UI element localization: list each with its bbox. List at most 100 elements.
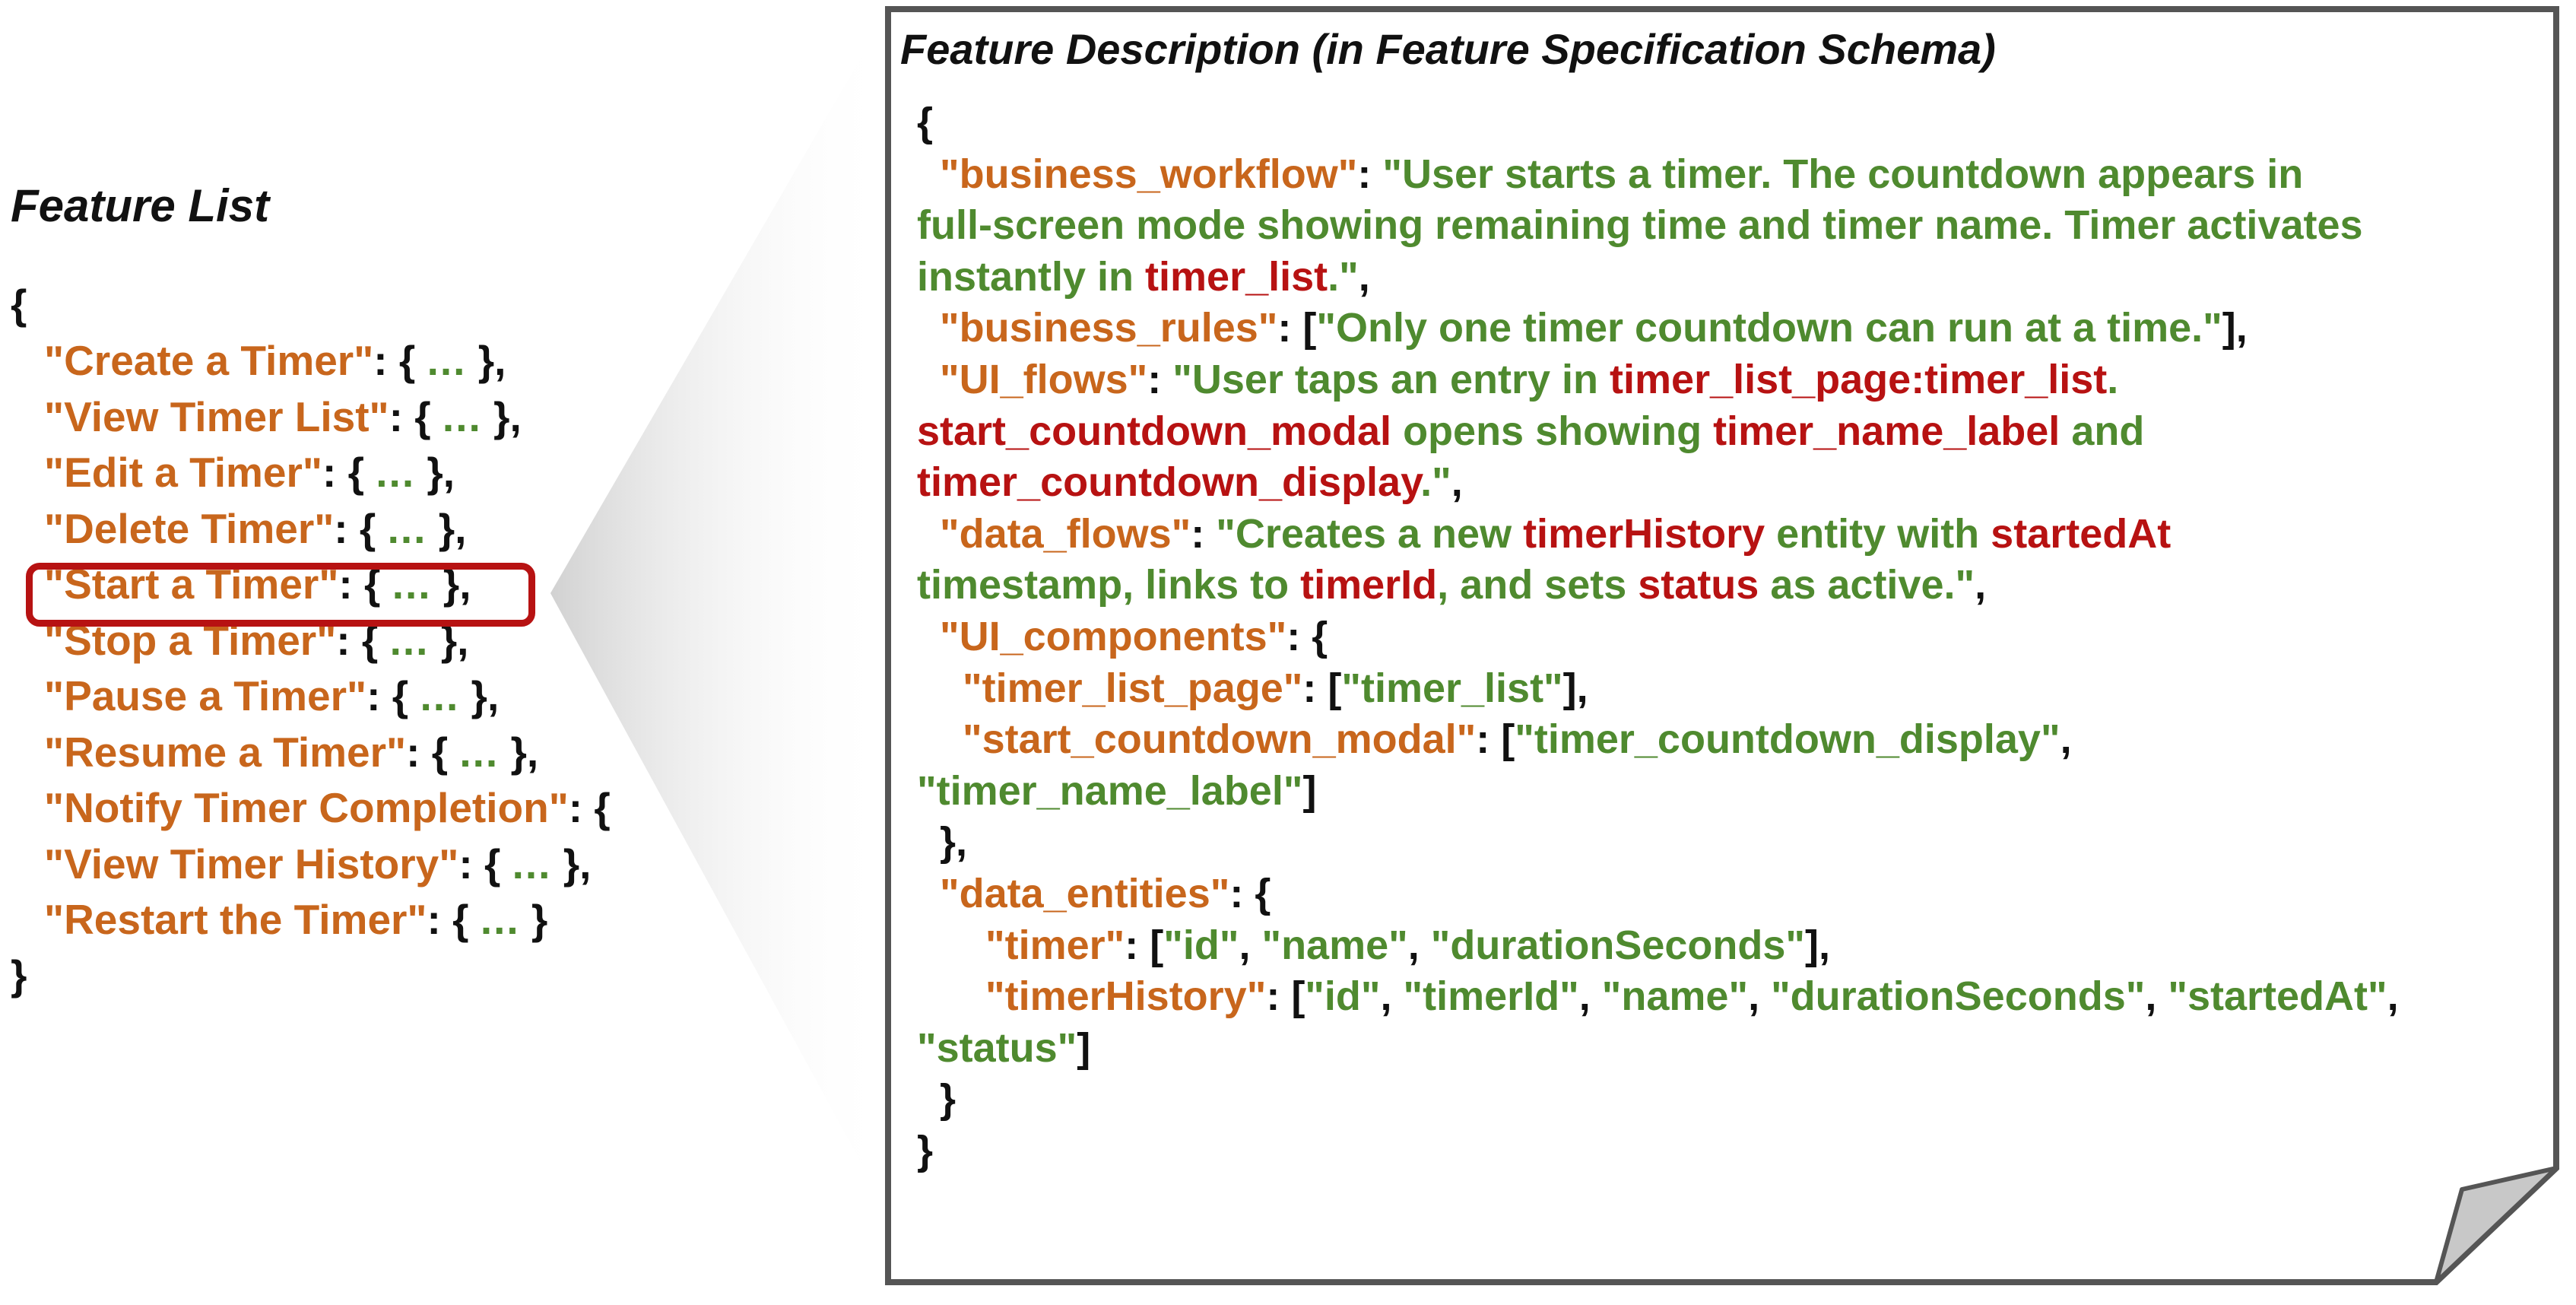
entity-reference: timerId <box>1300 562 1438 608</box>
feature-open-brace: { <box>392 672 420 719</box>
feature-list-item: "Notify Timer Completion": { <box>44 783 611 832</box>
feature-list-item: "Resume a Timer": { ... }, <box>44 728 538 776</box>
feature-close-brace: }, <box>415 449 455 496</box>
json-key: "timer_list_page" <box>917 665 1303 711</box>
json-punctuation: , <box>1975 562 1987 608</box>
json-string: full-screen mode showing remaining time … <box>917 202 2363 249</box>
json-punctuation: , <box>1407 922 1431 968</box>
entity-reference: timer_countdown_display <box>917 459 1421 506</box>
code-line: "timer": ["id", "name", "durationSeconds… <box>917 922 1830 969</box>
feature-ellipsis: ... <box>459 728 500 776</box>
code-line: timer_countdown_display.", <box>917 459 1463 506</box>
json-punctuation: }, <box>917 819 968 865</box>
feature-list-item: "View Timer List": { ... }, <box>44 392 522 441</box>
code-line: "timerHistory": ["id", "timerId", "name"… <box>917 973 2399 1020</box>
feature-open-brace: { <box>452 896 481 943</box>
feature-list-item: "View Timer History": { ... }, <box>44 840 591 888</box>
entity-reference: start_countdown_modal <box>917 408 1392 454</box>
code-line: instantly in timer_list.", <box>917 253 1370 300</box>
feature-colon: : <box>366 672 392 719</box>
json-string: "startedAt" <box>2168 973 2387 1020</box>
document-page-outline <box>885 6 2559 1285</box>
code-line: "business_rules": ["Only one timer count… <box>917 304 2248 351</box>
json-punctuation: ], <box>2222 305 2248 351</box>
feature-colon: : <box>458 840 484 887</box>
json-string: instantly in <box>917 253 1146 300</box>
feature-list-open-brace: { <box>11 281 27 328</box>
feature-key: "Edit a Timer" <box>44 449 322 496</box>
feature-key: "View Timer List" <box>44 392 389 440</box>
entity-reference: timerHistory <box>1523 510 1765 557</box>
code-line: "business_workflow": "User starts a time… <box>917 151 2303 198</box>
feature-colon: : <box>373 337 399 384</box>
json-string: "User taps an entry in <box>1172 357 1610 402</box>
feature-ellipsis: ... <box>376 449 416 496</box>
json-punctuation: : [ <box>1266 973 1305 1020</box>
entity-reference: timer_list_page:timer_list <box>1610 357 2108 402</box>
json-string: "timer_name_label" <box>917 767 1303 814</box>
feature-ellipsis: ... <box>427 337 467 384</box>
feature-colon: : <box>389 392 415 440</box>
feature-list-item: "Restart the Timer": { ... } <box>44 895 547 944</box>
json-punctuation: : [ <box>1277 305 1317 351</box>
feature-open-brace: { <box>364 560 392 608</box>
feature-key: "Pause a Timer" <box>44 672 367 719</box>
json-punctuation: } <box>917 1128 934 1173</box>
json-string: "id" <box>1163 922 1239 968</box>
json-punctuation: : <box>1191 510 1217 557</box>
feature-open-brace: { <box>347 449 376 496</box>
json-punctuation: { <box>917 100 934 145</box>
json-punctuation: ], <box>1805 922 1831 968</box>
json-punctuation: } <box>917 1076 956 1122</box>
feature-ellipsis: ... <box>480 896 520 943</box>
json-string: and <box>2060 408 2145 454</box>
json-string: ." <box>1328 253 1359 300</box>
feature-key: "Restart the Timer" <box>44 896 427 943</box>
feature-ellipsis: ... <box>512 840 552 887</box>
json-punctuation: , <box>2387 973 2399 1020</box>
feature-key: "Resume a Timer" <box>44 728 407 776</box>
code-line: } <box>917 1075 956 1122</box>
json-punctuation: : { <box>1229 871 1271 916</box>
feature-open-brace: { <box>484 840 512 887</box>
json-punctuation: : [ <box>1476 716 1515 763</box>
json-string: "timer_countdown_display" <box>1515 716 2060 763</box>
json-punctuation: : [ <box>1302 665 1342 711</box>
json-key: "business_workflow" <box>917 151 1358 197</box>
code-line: start_countdown_modal opens showing time… <box>917 408 2144 455</box>
feature-list-item: "Delete Timer": { ... }, <box>44 504 466 553</box>
feature-open-brace: { <box>431 728 460 776</box>
highlighted-feature-box <box>26 563 535 627</box>
code-line: "start_countdown_modal": ["timer_countdo… <box>917 716 2072 763</box>
json-string: as active." <box>1759 562 1975 608</box>
code-line: "UI_components": { <box>917 613 1328 660</box>
feature-list: Feature List { "Create a Timer": { ... }… <box>0 0 684 1305</box>
json-punctuation: : { <box>1286 614 1328 659</box>
json-string: . <box>2107 357 2119 402</box>
feature-close-brace: }, <box>427 504 467 552</box>
feature-list-item: "Edit a Timer": { ... }, <box>44 448 455 497</box>
code-line: timestamp, links to timerId, and sets st… <box>917 561 1986 608</box>
json-string: "Creates a new <box>1216 510 1524 557</box>
feature-close-brace: }, <box>551 840 592 887</box>
json-key: "UI_components" <box>917 614 1287 659</box>
feature-close-brace: }, <box>466 337 506 384</box>
feature-close-brace: }, <box>459 672 500 719</box>
feature-description-title: Feature Description (in Feature Specific… <box>900 25 1996 73</box>
json-string: timestamp, links to <box>917 562 1301 608</box>
feature-description-document: Feature Description (in Feature Specific… <box>884 5 2564 1287</box>
json-key: "start_countdown_modal" <box>917 716 1477 763</box>
feature-list-close-brace: } <box>11 951 27 999</box>
feature-list-item: "Create a Timer": { ... }, <box>44 336 506 385</box>
json-string: entity with <box>1765 510 1991 557</box>
feature-close-brace: }, <box>481 392 522 440</box>
feature-colon: : <box>406 728 432 776</box>
code-line: "timer_list_page": ["timer_list"], <box>917 665 1588 712</box>
code-line: "data_entities": { <box>917 870 1271 917</box>
json-punctuation: : <box>1357 151 1383 197</box>
json-punctuation: ], <box>1562 665 1588 711</box>
json-key: "UI_flows" <box>917 357 1148 402</box>
json-string: , and sets <box>1437 562 1639 608</box>
feature-colon: : <box>322 449 348 496</box>
